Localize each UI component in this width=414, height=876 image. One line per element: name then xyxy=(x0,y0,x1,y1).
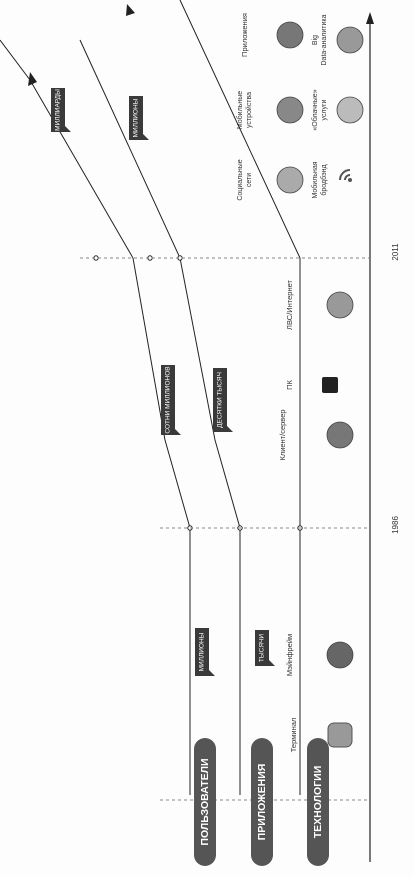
flag-apps-thousands: ТЫСЯЧИ xyxy=(255,630,275,666)
tech-growth-line xyxy=(179,0,301,795)
flag-banner xyxy=(51,88,65,132)
tech-label: устройства xyxy=(245,92,253,128)
tech-item: «Облачные»услуги xyxy=(311,89,364,131)
tech-label: Big xyxy=(312,35,319,45)
tech-label: Data-аналитика xyxy=(321,14,328,65)
flag-users-billions: МИЛЛИАРДЫ xyxy=(51,88,71,132)
tech-item: ПК xyxy=(285,377,338,393)
row-label-pill xyxy=(307,738,329,866)
tech-item: Клиент/сервер xyxy=(278,409,354,461)
tech-label: сети xyxy=(246,173,253,187)
flag-tail xyxy=(175,429,181,435)
year-label-2011: 2011 xyxy=(391,243,400,261)
tech-label: Терминал xyxy=(289,718,298,753)
tech-item: Приложения xyxy=(240,13,304,57)
mobile-devices-icon xyxy=(276,96,304,124)
time-axis-arrowhead xyxy=(366,12,374,24)
flag-banner xyxy=(255,630,269,666)
flag-text: ДЕСЯТКИ ТЫСЯЧ xyxy=(217,372,224,428)
year-label-1986: 1986 xyxy=(391,516,400,534)
tech-label: ЛВС/Интернет xyxy=(285,279,294,329)
row-label-users: ПОЛЬЗОВАТЕЛИ xyxy=(194,738,216,866)
flag-banner xyxy=(213,368,227,432)
flag-text: МИЛЛИАРДЫ xyxy=(55,89,62,131)
flag-tail xyxy=(209,670,215,676)
row-label-text: ПРИЛОЖЕНИЯ xyxy=(256,764,268,841)
flag-tail xyxy=(227,426,233,432)
flag-apps-millions: МИЛЛИОНЫ xyxy=(129,96,149,140)
apps-line-arrowhead xyxy=(126,4,135,16)
flag-tail xyxy=(269,660,275,666)
flag-banner xyxy=(161,365,175,435)
big-data-icon xyxy=(336,26,364,54)
mobile-broadband-icon xyxy=(339,169,352,182)
tech-label: Социальные xyxy=(237,159,244,200)
flag-text: МИЛЛИОНЫ xyxy=(133,98,140,137)
mainframe-icon xyxy=(326,641,354,669)
tech-label: Мэйнфрейм xyxy=(285,634,294,676)
flag-text: ТЫСЯЧИ xyxy=(259,634,266,662)
row-label-text: ПОЛЬЗОВАТЕЛИ xyxy=(199,758,211,845)
signal-arc xyxy=(339,169,351,181)
flag-text: МИЛЛИОНЫ xyxy=(199,632,206,671)
row-label-pill xyxy=(251,738,273,866)
tech-label: Мобильная xyxy=(311,161,319,198)
row-label-apps: ПРИЛОЖЕНИЯ xyxy=(251,738,273,866)
flag-text: СОТНИ МИЛЛИОНОВ xyxy=(165,366,172,433)
tech-label: услуги xyxy=(321,99,328,120)
apps-growth-line xyxy=(79,39,241,795)
flag-tail xyxy=(65,126,71,132)
applications-icon xyxy=(276,21,304,49)
users-growth-line xyxy=(0,39,191,795)
terminal-icon xyxy=(327,722,353,748)
tech-label: Мобильные xyxy=(236,91,244,129)
signal-dot xyxy=(348,178,352,182)
social-networks-icon xyxy=(276,166,304,194)
tech-label: Клиент/сервер xyxy=(278,409,287,460)
pc-icon xyxy=(322,377,338,393)
signal-arc xyxy=(344,174,351,181)
row-label-text: ТЕХНОЛОГИИ xyxy=(312,766,324,839)
tech-item: Мэйнфрейм xyxy=(285,634,354,676)
cloud-services-icon xyxy=(336,96,364,124)
lan-internet-icon xyxy=(326,291,354,319)
tech-item: ЛВС/Интернет xyxy=(285,279,354,330)
client-server-icon xyxy=(326,421,354,449)
tech-item: Терминал xyxy=(289,718,353,753)
tech-label: «Облачные» xyxy=(311,89,319,130)
tech-label: бродбэнд xyxy=(320,164,328,195)
flag-users-millions: МИЛЛИОНЫ xyxy=(195,628,215,676)
tech-label: Приложения xyxy=(240,13,249,57)
flag-apps-tens-thousands: ДЕСЯТКИ ТЫСЯЧ xyxy=(213,368,233,432)
flag-banner xyxy=(129,96,143,140)
flag-users-hundreds-millions: СОТНИ МИЛЛИОНОВ xyxy=(161,365,181,435)
tech-label: ПК xyxy=(285,379,294,389)
row-label-tech: ТЕХНОЛОГИИ xyxy=(307,738,329,866)
users-line-arrowhead xyxy=(28,72,37,86)
row-label-pill xyxy=(194,738,216,866)
flag-tail xyxy=(143,134,149,140)
flag-banner xyxy=(195,628,209,676)
